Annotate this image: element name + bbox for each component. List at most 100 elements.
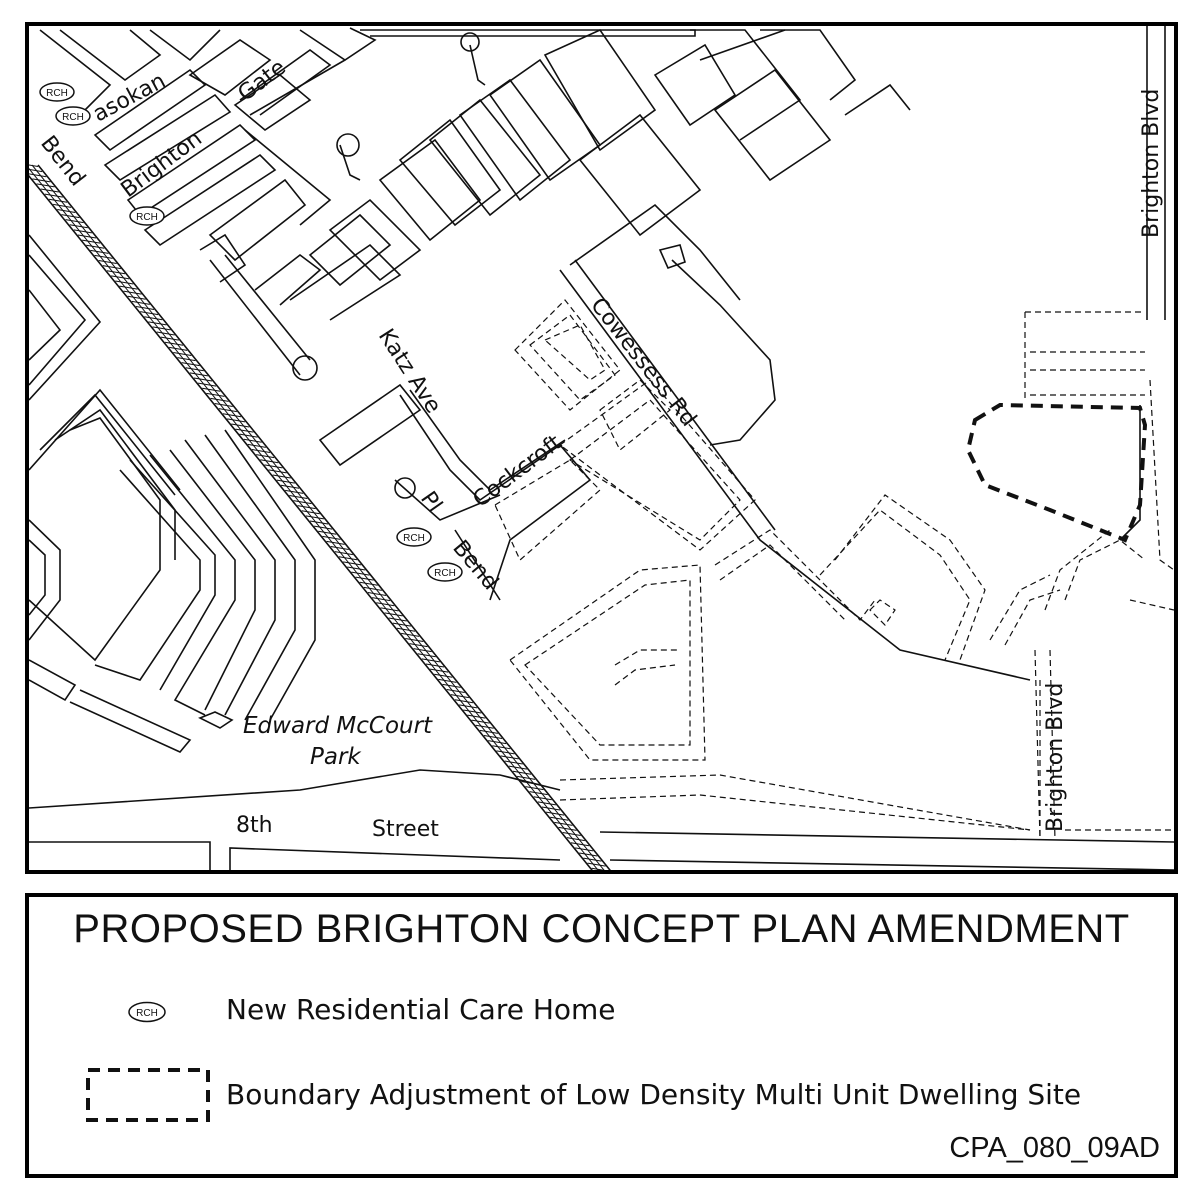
railway-tie [140,311,159,316]
railway-tie [372,597,391,602]
railway-tie [558,826,577,831]
railway-tie [367,592,387,596]
railway-tie [508,765,527,770]
railway-tie [214,403,233,408]
railway-tie [554,821,573,826]
boundary-legend-symbol [86,1068,210,1122]
railway-tie [218,408,237,413]
rch-marker: RCH [129,206,165,226]
railway-tie [314,525,333,530]
railway-tie [152,326,171,331]
railway-tie [189,372,208,377]
railway-tie [587,862,606,867]
railway-tie [276,479,295,484]
railway-tie [293,500,312,505]
rch-legend-symbol: RCH [128,1001,166,1023]
railway-tie [90,249,109,254]
railway-tie [144,316,163,321]
railway-tie [135,306,155,310]
railway-tie [425,663,445,668]
railway-tie [318,530,337,535]
label-cowessess-rd: Cowessess Rd [585,293,701,431]
railway-tie [297,505,316,510]
railway-tie [305,515,324,520]
proposed-dashed-roads [494,299,1174,841]
railway-tie [235,428,254,433]
railway-tie [322,535,341,540]
railway-tie [268,469,287,474]
railway-tie [454,699,474,704]
railway-tie [36,183,55,188]
railway-tie [330,546,349,551]
west-residential-blocks [29,234,316,753]
railway-tie [438,678,457,683]
railway-tie [347,566,366,571]
railway-tie [334,551,353,556]
railway-ties [29,164,606,870]
railway-tie [115,280,134,285]
railway-tie [355,576,374,581]
railway-tie [583,857,602,862]
railway-tie [409,643,428,648]
railway-tie [222,413,242,418]
rch-marker: RCH [55,106,91,126]
label-katz-ave: Katz Ave [373,325,446,418]
label-brighton-top: Brighton [117,126,207,203]
railway-tie [442,683,461,688]
railway-tie [61,214,80,219]
svg-text:RCH: RCH [403,533,425,544]
railway-tie [98,260,117,265]
svg-text:RCH: RCH [136,212,158,223]
legend-panel: PROPOSED BRIGHTON CONCEPT PLAN AMENDMENT… [25,893,1178,1178]
railway-tie [401,632,420,637]
rch-legend-label: New Residential Care Home [226,993,616,1026]
railway-tie [496,750,515,755]
railway-tie [475,724,494,729]
railway-tie [421,658,440,663]
railway-tie [260,459,279,464]
label-pl: Pl [415,487,447,517]
railway-tie [405,637,424,642]
railway-tie [591,867,606,870]
railway-tie [251,449,271,453]
railway-tie [111,275,130,280]
railway-tie [396,627,416,632]
railway-tie [525,786,544,791]
railway-tie [57,208,76,213]
railway-tie [77,234,97,239]
brighton-blvd-road [1119,26,1166,541]
railway-tie [29,164,39,167]
legend-title: PROPOSED BRIGHTON CONCEPT PLAN AMENDMENT [73,907,1130,951]
railway-tie [566,837,585,842]
railway-tie [69,224,88,229]
map-code: CPA_080_09AD [949,1132,1160,1164]
svg-text:RCH: RCH [62,112,84,123]
railway-tie [29,173,47,178]
railway-tie [106,270,126,275]
railway-tie [256,454,275,459]
railway-tie [198,382,217,387]
railway-tie [193,377,213,382]
railway-tie [53,203,72,208]
label-park: Park [310,744,362,770]
railway-tie [541,806,561,811]
railway-tie [570,842,590,847]
railway-tie [48,198,68,203]
railway-tie [533,796,552,801]
label-brighton-blvd-lower: Brighton Blvd [1043,683,1068,832]
railway-tie [94,254,113,259]
railway-tie [123,290,142,295]
railway-tie [575,847,594,852]
label-bend-top: Bend [35,131,90,191]
railway-tie [529,791,548,796]
railway-tie [500,755,519,760]
railway-tie [227,418,246,423]
map-panel: asokan Gate Bend Brighton Katz Ave Cowes… [25,22,1178,874]
railway-tie [463,709,482,714]
railway-tie [380,607,399,612]
railway-tie [86,244,105,249]
railway-tie [156,331,175,336]
railway-tie [488,740,507,745]
railway-tie [239,433,258,438]
svg-text:RCH: RCH [46,88,68,99]
